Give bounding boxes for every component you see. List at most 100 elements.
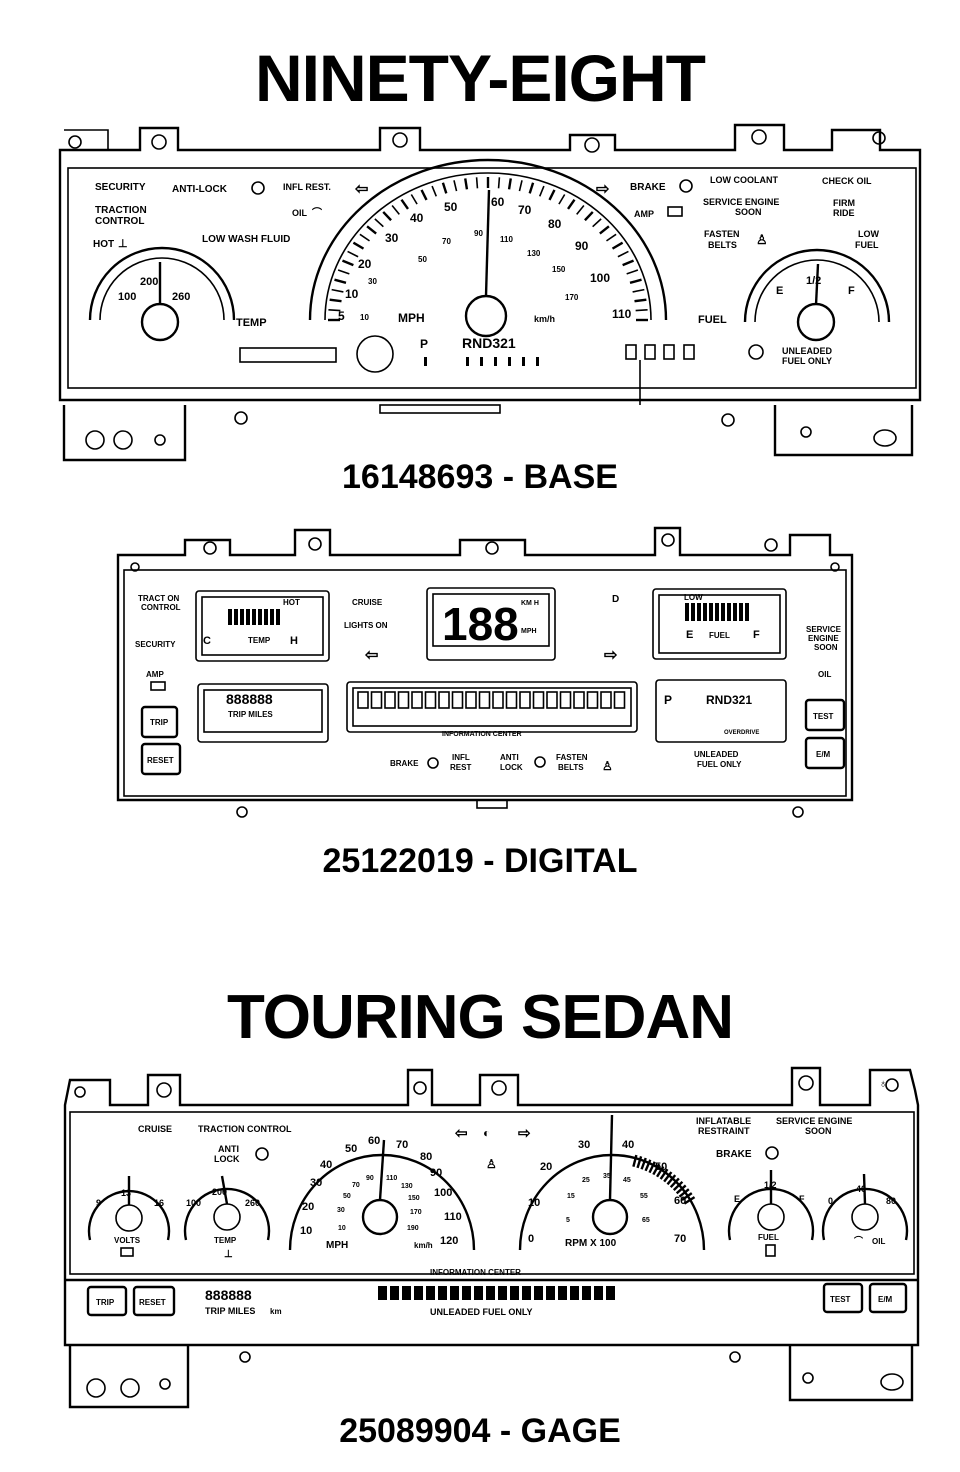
base-kmh-tick-150: 150 [552,265,566,274]
base-temp-tick-200: 200 [140,276,158,288]
gage-info-cell [570,1286,579,1300]
gage-kmh-110: 110 [386,1175,397,1182]
gage-kmh-150: 150 [408,1195,420,1202]
gage-info-cell [450,1286,459,1300]
base-indicator-lamp [748,344,764,360]
gage-trip-digits: 888888 [205,1287,252,1303]
gage-info-cell [510,1286,519,1300]
gage-oil-can-icon: ⌒ [853,1235,864,1246]
base-speedo-tick-mark [382,211,392,222]
base-speedo-tick-mark [391,205,400,215]
digital-fuel-e: E [686,629,693,641]
gage-em-button[interactable]: E/M [868,1282,908,1314]
base-speedo-tick-mark [592,218,602,228]
gage-face [69,1111,915,1275]
gage-rpm-inner-15: 15 [567,1193,575,1200]
gage-info-cell [522,1286,531,1300]
heading-ninety-eight: NINETY-EIGHT [254,41,706,115]
gage-rpm-40: 40 [622,1139,634,1151]
gage-trip-button[interactable]: TRIP [86,1285,128,1317]
gage-info-cell [498,1286,507,1300]
base-speedo-tick-mark [464,178,469,190]
gage-info-cell [558,1286,567,1300]
digital-cluster: TRACT ON CONTROL SECURITY AMP HOT C TEMP… [116,526,854,818]
gage-redline-mark [681,1192,693,1202]
gage-kmh-label: km/h [414,1241,433,1250]
base-temp-tick-260: 260 [172,291,190,303]
base-low-wash-label: LOW WASH FLUID [202,234,290,245]
digital-info-cell [586,691,599,709]
base-speedo-tick-mark [528,182,535,194]
gage-test-button[interactable]: TEST [822,1282,864,1314]
base-infl-rest-label: INFL REST. [283,182,331,192]
right-turn-arrow-icon: ⇨ [596,181,610,198]
digital-test-button[interactable]: TEST [804,698,846,732]
base-speedo-tick-mark [634,298,647,303]
gage-redline-mark [632,1154,638,1168]
base-speedo-tick-mark [359,233,370,242]
digital-info-cell [384,691,396,709]
gage-speedo-110: 110 [444,1211,462,1223]
base-temp-gauge-arc [88,246,236,321]
gage-traction: TRACTION CONTROL [198,1124,292,1134]
base-unleaded-label-1: UNLEADED [782,346,833,356]
base-speedo-tick-mark [558,194,566,205]
base-speedo-tick-mark [328,309,341,312]
digital-trip-display [197,683,329,743]
base-speedo-tick-5: 5 [338,309,345,323]
gage-speedo-80: 80 [420,1151,432,1163]
base-hot-label: HOT [93,239,114,250]
base-speedo-tick-mark [347,250,359,258]
base-fuel-label: FUEL [698,314,727,326]
digital-temp-bargraph [228,609,280,625]
gage-fuel-pump-icon [765,1244,776,1257]
base-fuel-e: E [776,285,783,297]
base-speedo-tick-60: 60 [491,195,505,209]
base-check-oil-label: CHECK OIL [822,176,872,186]
base-speedo-tick-mark [374,218,384,228]
gage-redline-mark [666,1174,677,1186]
gage-trip-miles: TRIP MILES [205,1306,255,1316]
digital-info-cell [519,691,531,709]
digital-indicator-d: D [612,594,619,605]
digital-temp-label: TEMP [248,636,271,645]
digital-em-button[interactable]: E/M [804,736,846,770]
base-kmh-tick-70: 70 [442,237,451,246]
gage-redline-mark [672,1180,684,1192]
digital-fuel-display [652,588,787,660]
gage-oil-0: 0 [828,1196,833,1206]
gage-redline-mark [644,1159,652,1172]
base-speedo-tick-mark [420,189,428,201]
gage-speedo-40: 40 [320,1159,332,1171]
abs-icon [251,181,265,195]
digital-battery-icon [150,681,166,691]
digital-traction-1: TRACT ON [138,594,180,603]
base-speedo-tick-mark [331,288,344,293]
base-antilock-label: ANTI-LOCK [172,184,228,195]
gage-speedo-hub [361,1198,399,1236]
digital-mph: MPH [521,628,537,635]
gage-service-1: SERVICE ENGINE [776,1116,852,1126]
digital-overdrive: OVERDRIVE [724,730,759,736]
base-fuel-f: F [848,285,855,297]
digital-unleaded-1: UNLEADED [694,750,739,759]
gage-volts-hub [115,1204,143,1232]
gage-reset-button[interactable]: RESET [132,1285,176,1317]
base-speedo-tick-mark [617,250,629,258]
gage-service-2: SOON [805,1126,832,1136]
digital-trip-button[interactable]: TRIP [140,705,179,739]
digital-trip-miles: TRIP MILES [228,710,273,719]
digital-reset-button[interactable]: RESET [140,742,182,776]
digital-face [123,569,847,797]
base-speedo-tick-mark [632,288,645,293]
gage-abs-icon [255,1147,269,1161]
base-kmh-tick-90: 90 [474,229,483,238]
base-speedo-tick-mark [410,194,418,205]
base-reset-knob[interactable] [356,335,394,373]
base-speedo-tick-mark [441,182,448,194]
gage-antilock-2: LOCK [214,1154,240,1164]
digital-fuel-f: F [753,629,760,641]
digital-info-cell [370,691,383,709]
base-speedo-tick-110: 110 [612,307,632,321]
base-mph-label: MPH [398,311,425,325]
